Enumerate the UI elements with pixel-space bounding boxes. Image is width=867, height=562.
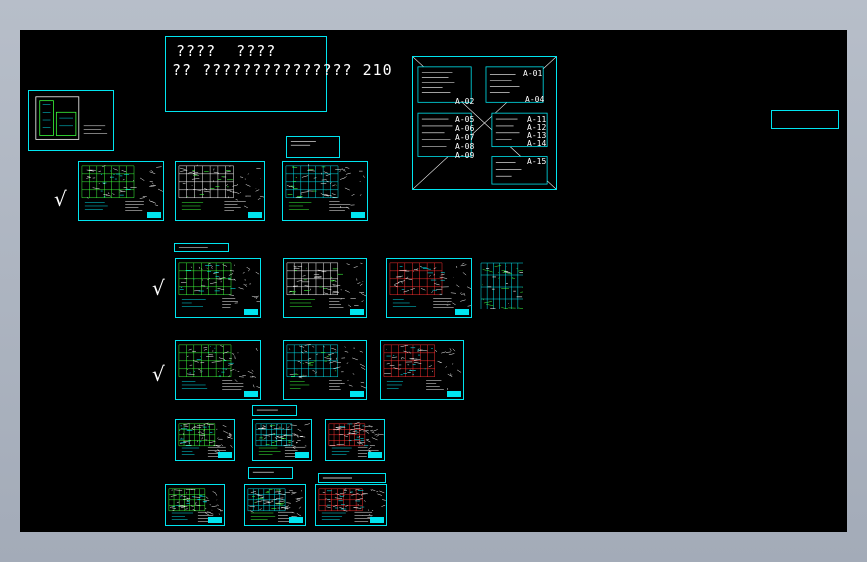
index-label-a06: A-06 <box>455 124 475 133</box>
site-plan-sheet[interactable] <box>28 90 114 151</box>
sheet-drawing-2 <box>178 164 264 211</box>
index-label-a07: A-07 <box>455 133 475 142</box>
title-block-stamp <box>455 309 469 315</box>
sheet-drawing-7 <box>480 262 523 309</box>
title-block-stamp <box>447 391 461 397</box>
label-frame-row2-text <box>178 247 208 248</box>
sheet-drawing-5 <box>286 262 366 308</box>
index-label-a11: A-11 <box>527 115 547 124</box>
title-block-stamp <box>350 391 364 397</box>
title-block-stamp <box>244 309 258 315</box>
title-block-stamp <box>295 452 309 458</box>
label-frame-row5a[interactable] <box>248 467 293 479</box>
sheet-drawing-6 <box>389 262 471 308</box>
drawing-sheet-10[interactable] <box>380 340 464 400</box>
title-block-stamp <box>244 391 258 397</box>
sheet-drawing-4 <box>178 262 260 308</box>
title-block-stamp <box>350 309 364 315</box>
index-label-a15: A-15 <box>527 157 547 166</box>
title-block-stamp <box>351 212 365 218</box>
index-sheet-cross <box>413 57 556 189</box>
sheet-drawing-12 <box>255 423 310 457</box>
index-label-a01: A-01 <box>523 69 543 78</box>
project-title-frame[interactable]: ???? ???? ?? ??????????????? 210 <box>165 36 392 112</box>
index-label-a05: A-05 <box>455 115 475 124</box>
sheet-drawing-1 <box>81 165 163 211</box>
site-plan-drawing <box>35 96 108 140</box>
index-label-a08: A-08 <box>455 142 475 151</box>
label-frame-row1[interactable] <box>286 136 340 158</box>
drawing-sheet-1[interactable] <box>78 161 164 221</box>
sheet-drawing-15 <box>247 488 303 522</box>
drawing-sheet-15[interactable] <box>244 484 306 526</box>
drawing-sheet-13[interactable] <box>325 419 385 461</box>
drawing-sheet-14[interactable] <box>165 484 225 526</box>
label-frame-row5a-text <box>252 471 274 473</box>
label-frame-row1-text <box>290 141 316 146</box>
drawing-sheet-8[interactable] <box>175 340 261 400</box>
empty-frame[interactable] <box>771 110 839 129</box>
index-sheet[interactable]: A-01 A-02 A-04 A-05 A-06 A-07 A-08 A-09 … <box>412 56 557 190</box>
title-block-stamp <box>208 517 222 523</box>
drawing-sheet-7[interactable] <box>478 259 523 309</box>
row3-check: √ <box>152 362 165 386</box>
sheet-drawing-3 <box>285 164 365 211</box>
sheet-drawing-13 <box>328 421 384 457</box>
drawing-sheet-4[interactable] <box>175 258 261 318</box>
index-label-a09: A-09 <box>455 151 475 160</box>
drawing-sheet-11[interactable] <box>175 419 235 461</box>
index-label-a12: A-12 <box>527 123 547 132</box>
project-title-line1: ???? ???? <box>176 42 277 60</box>
index-label-a02: A-02 <box>455 97 475 106</box>
drawing-sheet-6[interactable] <box>386 258 472 318</box>
drawing-sheet-12[interactable] <box>252 419 312 461</box>
cad-model-space[interactable]: ???? ???? ?? ??????????????? 210 A-01 A-… <box>20 30 847 532</box>
index-label-a14: A-14 <box>527 139 547 148</box>
index-label-a13: A-13 <box>527 131 547 140</box>
sheet-drawing-10 <box>383 344 462 390</box>
title-block-stamp <box>147 212 161 218</box>
index-label-a04: A-04 <box>525 95 545 104</box>
label-frame-row5b-text <box>322 477 352 479</box>
title-block-stamp <box>289 517 303 523</box>
label-frame-row4-text <box>256 409 278 411</box>
label-frame-row5b[interactable] <box>318 473 386 483</box>
drawing-sheet-3[interactable] <box>282 161 368 221</box>
sheet-drawing-9 <box>286 344 366 390</box>
label-frame-row4[interactable] <box>252 405 297 416</box>
sheet-drawing-8 <box>178 344 260 390</box>
label-frame-row2[interactable] <box>174 243 229 252</box>
row2-check: √ <box>152 276 165 300</box>
title-block-stamp <box>368 452 382 458</box>
sheet-drawing-16 <box>318 488 386 522</box>
title-block-stamp <box>370 517 384 523</box>
drawing-sheet-16[interactable] <box>315 484 387 526</box>
title-block-stamp <box>248 212 262 218</box>
sheet-drawing-14 <box>168 488 224 522</box>
project-title-line2: ?? ??????????????? 210 <box>172 61 393 79</box>
title-block-stamp <box>218 452 232 458</box>
row1-check: √ <box>54 187 67 211</box>
drawing-sheet-2[interactable] <box>175 161 265 221</box>
drawing-sheet-5[interactable] <box>283 258 367 318</box>
drawing-sheet-9[interactable] <box>283 340 367 400</box>
